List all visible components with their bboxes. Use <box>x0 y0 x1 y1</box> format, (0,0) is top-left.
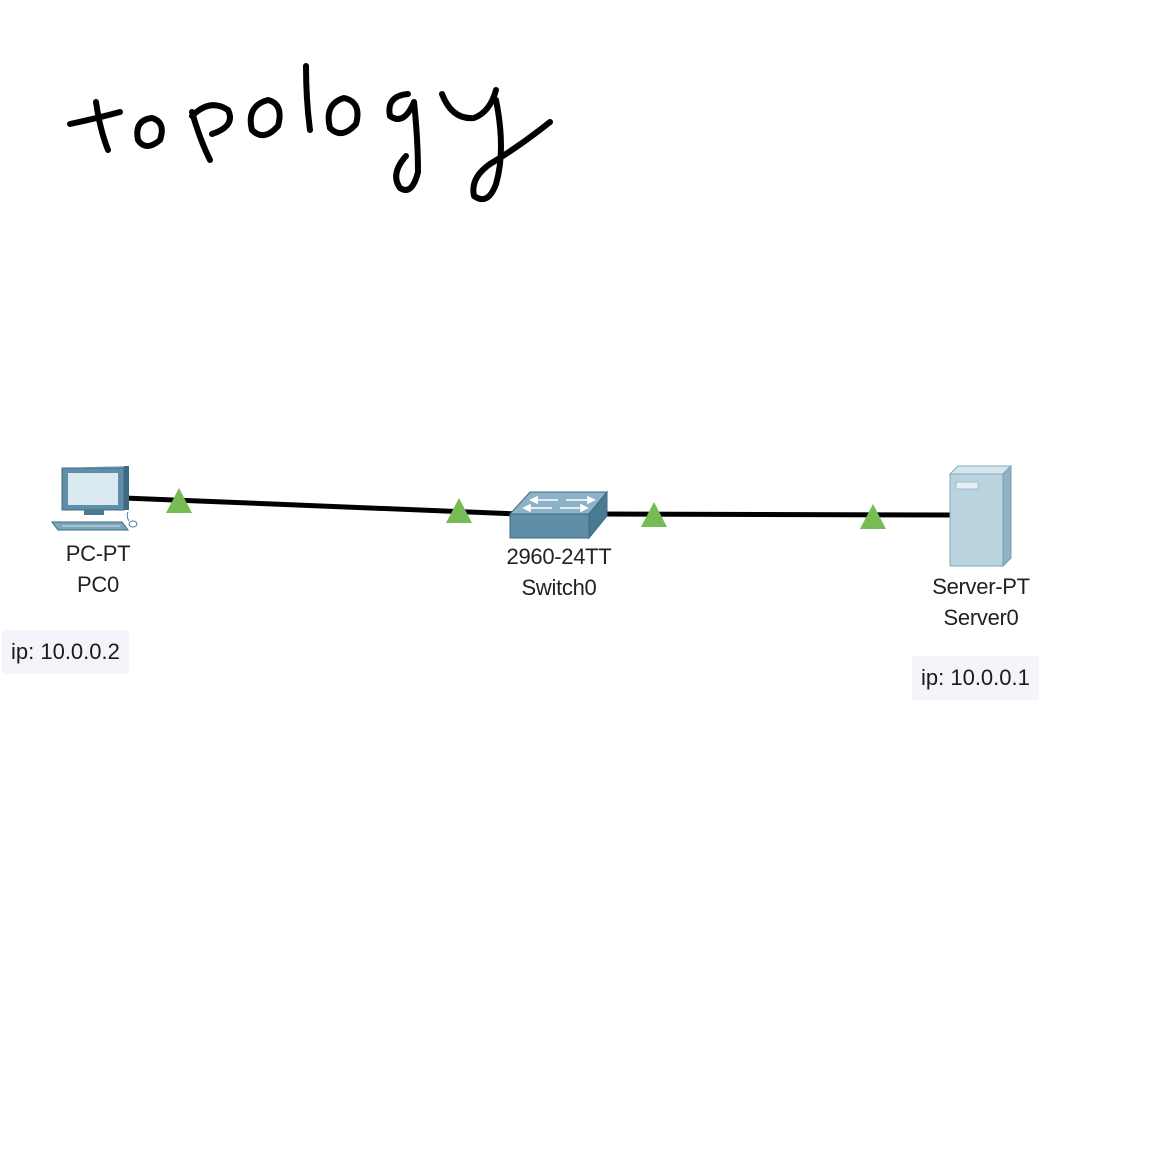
switch-label: 2960-24TT Switch0 <box>459 541 659 603</box>
handwritten-title: topology <box>60 60 570 220</box>
link-status-up-indicator <box>860 504 886 529</box>
link-status-up-indicator <box>641 502 667 527</box>
switch-model-label: 2960-24TT <box>506 544 612 569</box>
pc-name-label: PC0 <box>77 572 119 597</box>
server-icon[interactable] <box>948 464 1013 568</box>
switch-icon[interactable] <box>508 490 609 540</box>
link-status-up-indicator <box>166 488 192 513</box>
switch-name-label: Switch0 <box>521 575 597 600</box>
link-status-up-indicator <box>446 498 472 523</box>
server-name-label: Server0 <box>943 605 1019 630</box>
pc-ip-note[interactable]: ip: 10.0.0.2 <box>2 630 129 674</box>
server-label: Server-PT Server0 <box>881 571 1081 633</box>
server-ip-note[interactable]: ip: 10.0.0.1 <box>912 656 1039 700</box>
pc-label: PC-PT PC0 <box>0 538 198 600</box>
pc-model-label: PC-PT <box>65 541 131 566</box>
server-model-label: Server-PT <box>932 574 1030 599</box>
pc-icon[interactable] <box>51 466 138 531</box>
